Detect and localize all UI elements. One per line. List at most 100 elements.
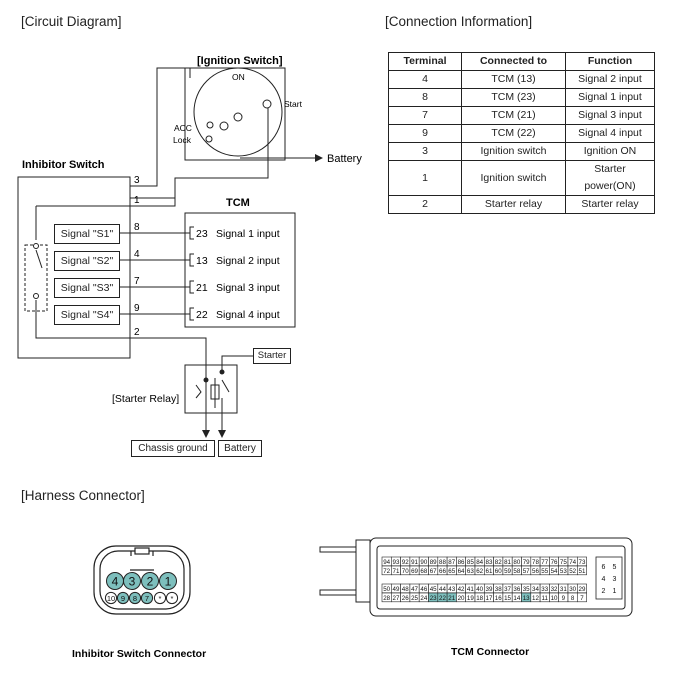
tcm-pin-label: 44 [439, 586, 446, 593]
tcm-pin-label: 73 [579, 559, 586, 566]
inhibitor-connector-caption: Inhibitor Switch Connector [72, 648, 206, 660]
tcm-pin-label: 20 [458, 595, 465, 602]
tcm-pin-label: 7 [580, 595, 584, 602]
tcm-pin-label: 92 [402, 559, 409, 566]
wire-label: 8 [134, 222, 140, 233]
tcm-pin-label: 59 [504, 568, 511, 575]
tcm-pin-label: 62 [476, 568, 483, 575]
inhibitor-switch-box [17, 176, 131, 359]
inhibitor-pin-label: 4 [112, 575, 119, 589]
ignition-acc-label: ACC [174, 123, 192, 133]
tcm-pin-label: 80 [513, 559, 520, 566]
header-terminal: Terminal [388, 52, 462, 71]
inhibitor-pin-label: 3 [129, 575, 136, 589]
connection-information-title: [Connection Information] [385, 14, 533, 29]
tcm-pin-label: 58 [513, 568, 520, 575]
table-cell: Signal 4 input [565, 124, 655, 143]
tcm-side-pin-label: 3 [613, 576, 617, 583]
inhibitor-pin [123, 572, 141, 590]
tcm-pin-label: 10 [551, 595, 558, 602]
tcm-pin-label: 22 [439, 595, 446, 602]
tcm-pin-label: 34 [532, 586, 539, 593]
tcm-box [184, 212, 296, 328]
ignition-start-label: Start [284, 99, 303, 109]
tcm-pin-label: Signal 2 input [216, 255, 280, 267]
starter-box: Starter [253, 348, 291, 364]
tcm-pin-label: 55 [541, 568, 548, 575]
relay-battery-box: Battery [218, 440, 262, 457]
tcm-pin-label: 35 [523, 586, 530, 593]
inhibitor-pin [159, 572, 177, 590]
tcm-pin-label: 18 [476, 595, 483, 602]
tcm-side-pin-label: 6 [602, 564, 606, 571]
tcm-pin-label: 72 [383, 568, 390, 575]
wire-label: 4 [134, 249, 140, 260]
inhibitor-pin-label: 8 [133, 594, 137, 603]
inhibitor-pin-label: 1 [165, 575, 172, 589]
inhibitor-pin-label: 9 [121, 594, 125, 603]
tcm-pin-label: 27 [393, 595, 400, 602]
tcm-pin-label: 85 [467, 559, 474, 566]
tcm-pin-label: 38 [495, 586, 502, 593]
inhibitor-switch-label: Inhibitor Switch [22, 159, 105, 171]
table-cell: Signal 3 input [565, 106, 655, 125]
circuit-diagram-title: [Circuit Diagram] [21, 14, 122, 29]
tcm-pin-label: 89 [430, 559, 437, 566]
tcm-pin-label: 88 [439, 559, 446, 566]
starter-relay-box [184, 364, 238, 414]
inhibitor-pin [140, 591, 154, 605]
battery-arrow-icon [315, 154, 323, 162]
tcm-pin-label: 90 [420, 559, 427, 566]
tcm-pin-label: 14 [513, 595, 520, 602]
tcm-pin-label: 9 [562, 595, 566, 602]
inhibitor-pin-label: 10 [107, 594, 115, 603]
tcm-pin-label: 25 [411, 595, 418, 602]
tcm-pin-label: 29 [579, 586, 586, 593]
tcm-pin-label: 94 [383, 559, 390, 566]
tcm-pin-label: 83 [486, 559, 493, 566]
tcm-pin-label: 68 [420, 568, 427, 575]
inhibitor-pin-label: 7 [145, 594, 149, 603]
tcm-pin-label: Signal 4 input [216, 309, 280, 321]
tcm-pin-label: 36 [513, 586, 520, 593]
tcm-pin-label: 8 [571, 595, 575, 602]
tcm-side-pin-label: 5 [613, 564, 617, 571]
tcm-pin-label: 32 [551, 586, 558, 593]
inhibitor-pin-label: * [159, 594, 162, 603]
tcm-pin-label: 56 [532, 568, 539, 575]
tcm-pin-label: 31 [560, 586, 567, 593]
tcm-connector [319, 537, 633, 617]
tcm-pin-label: 71 [393, 568, 400, 575]
tcm-pin-label: 45 [430, 586, 437, 593]
tcm-pin-label: 11 [542, 595, 549, 602]
inhibitor-pin-label: 2 [147, 575, 154, 589]
tcm-pin-label: 54 [551, 568, 558, 575]
tcm-pin-label: 23 [430, 595, 437, 602]
starter-relay-label: [Starter Relay] [112, 393, 179, 405]
tcm-pin-label: 51 [579, 568, 586, 575]
tcm-pin-label: 16 [495, 595, 502, 602]
tcm-connector-caption: TCM Connector [451, 646, 529, 658]
tcm-pin-label: 82 [495, 559, 502, 566]
tcm-pin-label: 75 [560, 559, 567, 566]
tcm-pin-label: 76 [551, 559, 558, 566]
tcm-pin-label: 21 [448, 595, 455, 602]
signal-box-s2: Signal "S2" [54, 251, 120, 271]
chassis-ground-box: Chassis ground [131, 440, 215, 457]
tcm-pin-number: 13 [196, 255, 208, 267]
ignition-on-label: ON [232, 72, 245, 82]
tcm-pin-label: 57 [523, 568, 530, 575]
tcm-pin-label: 19 [467, 595, 474, 602]
tcm-pin-label: 91 [411, 559, 418, 566]
tcm-pin-label: 64 [458, 568, 465, 575]
ignition-switch-dial [193, 67, 283, 157]
tcm-pin-label: 13 [523, 595, 530, 602]
